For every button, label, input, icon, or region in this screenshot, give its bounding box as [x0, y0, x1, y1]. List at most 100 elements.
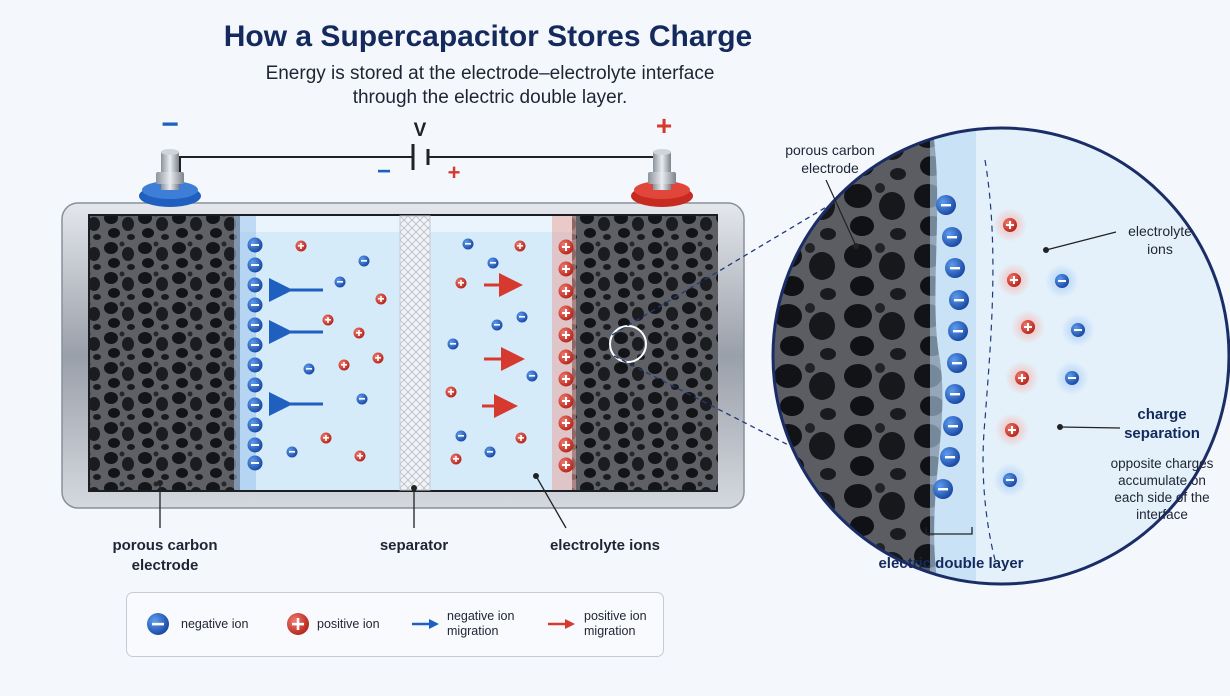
zoom-surface-negative-charges [933, 195, 969, 499]
negative-ion [516, 311, 528, 323]
negative-ion [948, 321, 968, 341]
positive-ion [558, 261, 574, 277]
negative-ion [247, 377, 263, 393]
label-line: positive ion [584, 609, 647, 623]
charge-separation-pointer [1059, 426, 1121, 429]
negative-ion [247, 277, 263, 293]
source-positive-sign: + [447, 160, 461, 185]
negative-ion [947, 353, 967, 373]
legend-positive-ion-icon [287, 613, 309, 635]
free-electrolyte-ions [286, 238, 538, 465]
solvated-positive-ion [993, 208, 1027, 242]
separator-label: separator [379, 537, 449, 554]
negative-ion [455, 430, 467, 442]
positive-ion [558, 349, 574, 365]
solvated-positive-ion [1005, 361, 1039, 395]
positive-ion [558, 239, 574, 255]
solvated-positive-ion [997, 263, 1031, 297]
positive-ion [322, 314, 334, 326]
positive-ion [354, 450, 366, 462]
separator-membrane [399, 215, 431, 491]
negative-ion [940, 447, 960, 467]
positive-ion [514, 240, 526, 252]
negative-ion [334, 276, 346, 288]
positive-ion [558, 415, 574, 431]
label-line: porous carbon [112, 537, 218, 554]
negative-ion [526, 370, 538, 382]
legend-negative-migration-arrow [412, 619, 439, 629]
negative-ion [358, 255, 370, 267]
negative-ion [943, 416, 963, 436]
solvated-negative-ion [1055, 361, 1089, 395]
positive-terminal [631, 149, 693, 207]
legend-negative-migration-label: negative ion migration [447, 609, 514, 639]
positive-ion [353, 327, 365, 339]
negative-ion [303, 363, 315, 375]
legend: negative ion positive ion negative ion m… [126, 592, 664, 657]
zoom-connector-top [611, 199, 839, 336]
positive-ion [515, 432, 527, 444]
zoom-electrode-label: porous carbon electrode [760, 141, 900, 177]
solvated-negative-ion [993, 463, 1027, 497]
negative-ion [247, 297, 263, 313]
label-line: interface [1136, 507, 1188, 522]
negative-ion [247, 417, 263, 433]
positive-ion [558, 393, 574, 409]
legend-symbols [147, 613, 575, 635]
page-subtitle: Energy is stored at the electrode–electr… [0, 62, 980, 110]
electric-double-layer-label: electric double layer [878, 555, 1024, 572]
negative-ion [447, 338, 459, 350]
page-title: How a Supercapacitor Stores Charge [223, 20, 753, 53]
solvated-positive-ion [995, 413, 1029, 447]
negative-ion [491, 319, 503, 331]
solvated-negative-ion [1061, 313, 1095, 347]
solvated-negative-ion [1045, 264, 1079, 298]
label-line: accumulate on [1118, 473, 1206, 488]
negative-ion [933, 479, 953, 499]
zoom-circle-border [771, 126, 1230, 586]
negative-ion [247, 257, 263, 273]
positive-ion [338, 359, 350, 371]
zoom-electrode-pointer-dot [853, 243, 859, 249]
positive-ion [450, 453, 462, 465]
label-line: ions [1147, 241, 1173, 257]
negative-ion [945, 258, 965, 278]
label-line: electrolyte [1128, 223, 1192, 239]
negative-ion [945, 384, 965, 404]
source-negative-sign: − [376, 158, 391, 185]
negative-ion [936, 195, 956, 215]
zoom-connector-bottom [613, 355, 909, 507]
label-line: migration [584, 624, 636, 638]
label-line: separation [1124, 425, 1200, 442]
zoom-electrolyte-ions-label: electrolyte ions [1110, 222, 1210, 258]
double-layer-bracket [925, 527, 973, 535]
positive-ion [295, 240, 307, 252]
legend-positive-migration-arrow [548, 619, 575, 629]
legend-negative-ion-label: negative ion [181, 617, 249, 631]
negative-ion [247, 437, 263, 453]
legend-negative-ion-icon [147, 613, 169, 635]
negative-terminal [139, 149, 201, 207]
electrolyte-pointer-dot [533, 473, 539, 479]
porous-carbon-electrode-label: porous carbon electrode [90, 536, 240, 576]
left-porous-carbon-electrode [90, 216, 240, 490]
left-surface-negative-charges [247, 237, 263, 471]
zoom-electrode-pointer [825, 179, 857, 247]
positive-ion [558, 437, 574, 453]
label-line: opposite charges [1110, 456, 1214, 471]
positive-ion [558, 283, 574, 299]
voltage-label: V [413, 120, 427, 141]
electrolyte-ions-label: electrolyte ions [549, 537, 661, 554]
solvated-positive-ion [1011, 310, 1045, 344]
label-line: electrode [801, 160, 859, 176]
right-surface-positive-charges [558, 239, 574, 473]
negative-ion [247, 337, 263, 353]
label-line: electrode [131, 557, 199, 574]
positive-ion [445, 386, 457, 398]
negative-ion [484, 446, 496, 458]
label-line: migration [447, 624, 499, 638]
negative-ion [247, 397, 263, 413]
label-line: porous carbon [785, 142, 875, 158]
ion-migration-arrows [269, 273, 525, 418]
